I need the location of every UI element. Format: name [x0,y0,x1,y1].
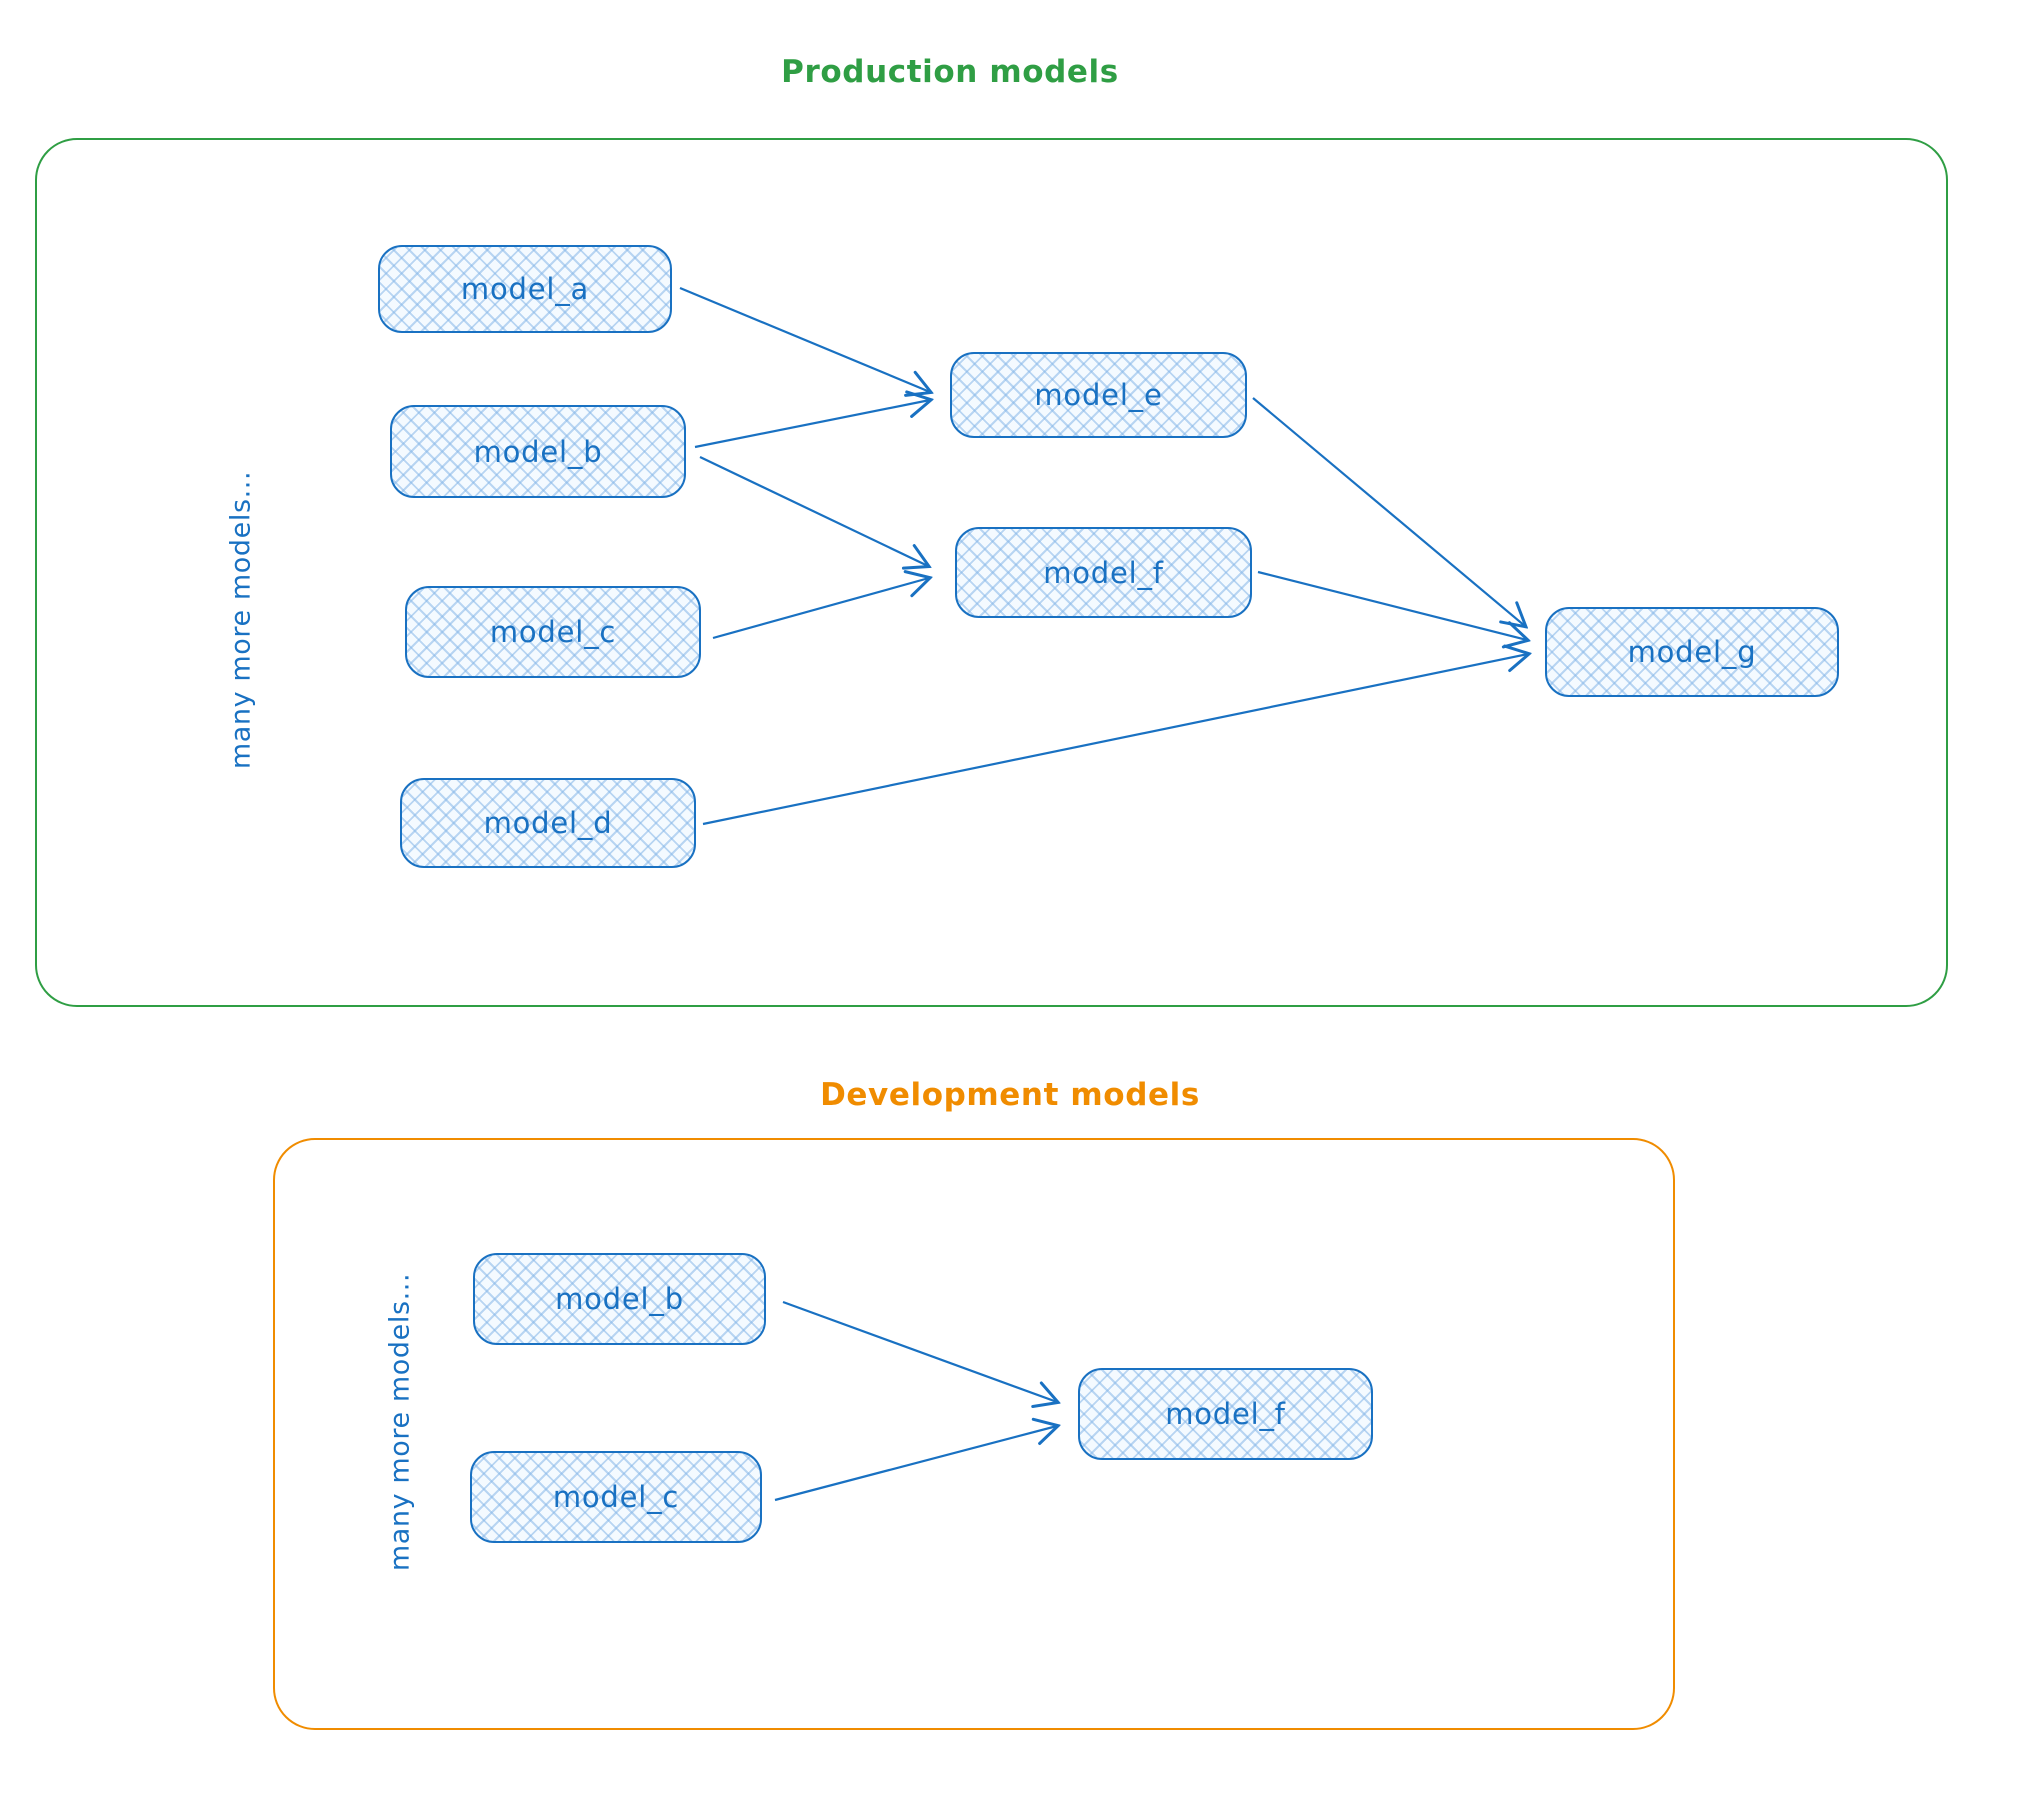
node-label: model_e [1034,378,1163,412]
node-development-model-f: model_f [1078,1368,1373,1460]
node-label: model_f [1043,555,1164,590]
node-development-model-b: model_b [473,1253,766,1345]
node-label: model_c [552,1480,680,1514]
node-label: model_f [1165,1397,1286,1431]
node-label: model_g [1627,635,1757,669]
node-production-model-f: model_f [955,527,1252,618]
production-frame [35,138,1948,1007]
node-label: model_b [555,1282,684,1316]
node-label: model_b [473,434,603,469]
node-production-model-d: model_d [400,778,696,868]
node-production-model-e: model_e [950,352,1247,438]
production-title: Production models [781,54,1119,90]
node-development-model-c: model_c [470,1451,762,1543]
node-production-model-b: model_b [390,405,686,498]
node-production-model-g: model_g [1545,607,1839,697]
node-label: model_c [489,615,617,649]
node-label: model_d [483,806,613,840]
production-side-label: many more models... [225,470,257,770]
node-production-model-a: model_a [378,245,672,333]
development-frame [273,1138,1675,1730]
development-side-label: many more models... [384,1272,416,1572]
node-label: model_a [460,272,590,306]
development-title: Development models [820,1077,1200,1113]
node-production-model-c: model_c [405,586,701,678]
